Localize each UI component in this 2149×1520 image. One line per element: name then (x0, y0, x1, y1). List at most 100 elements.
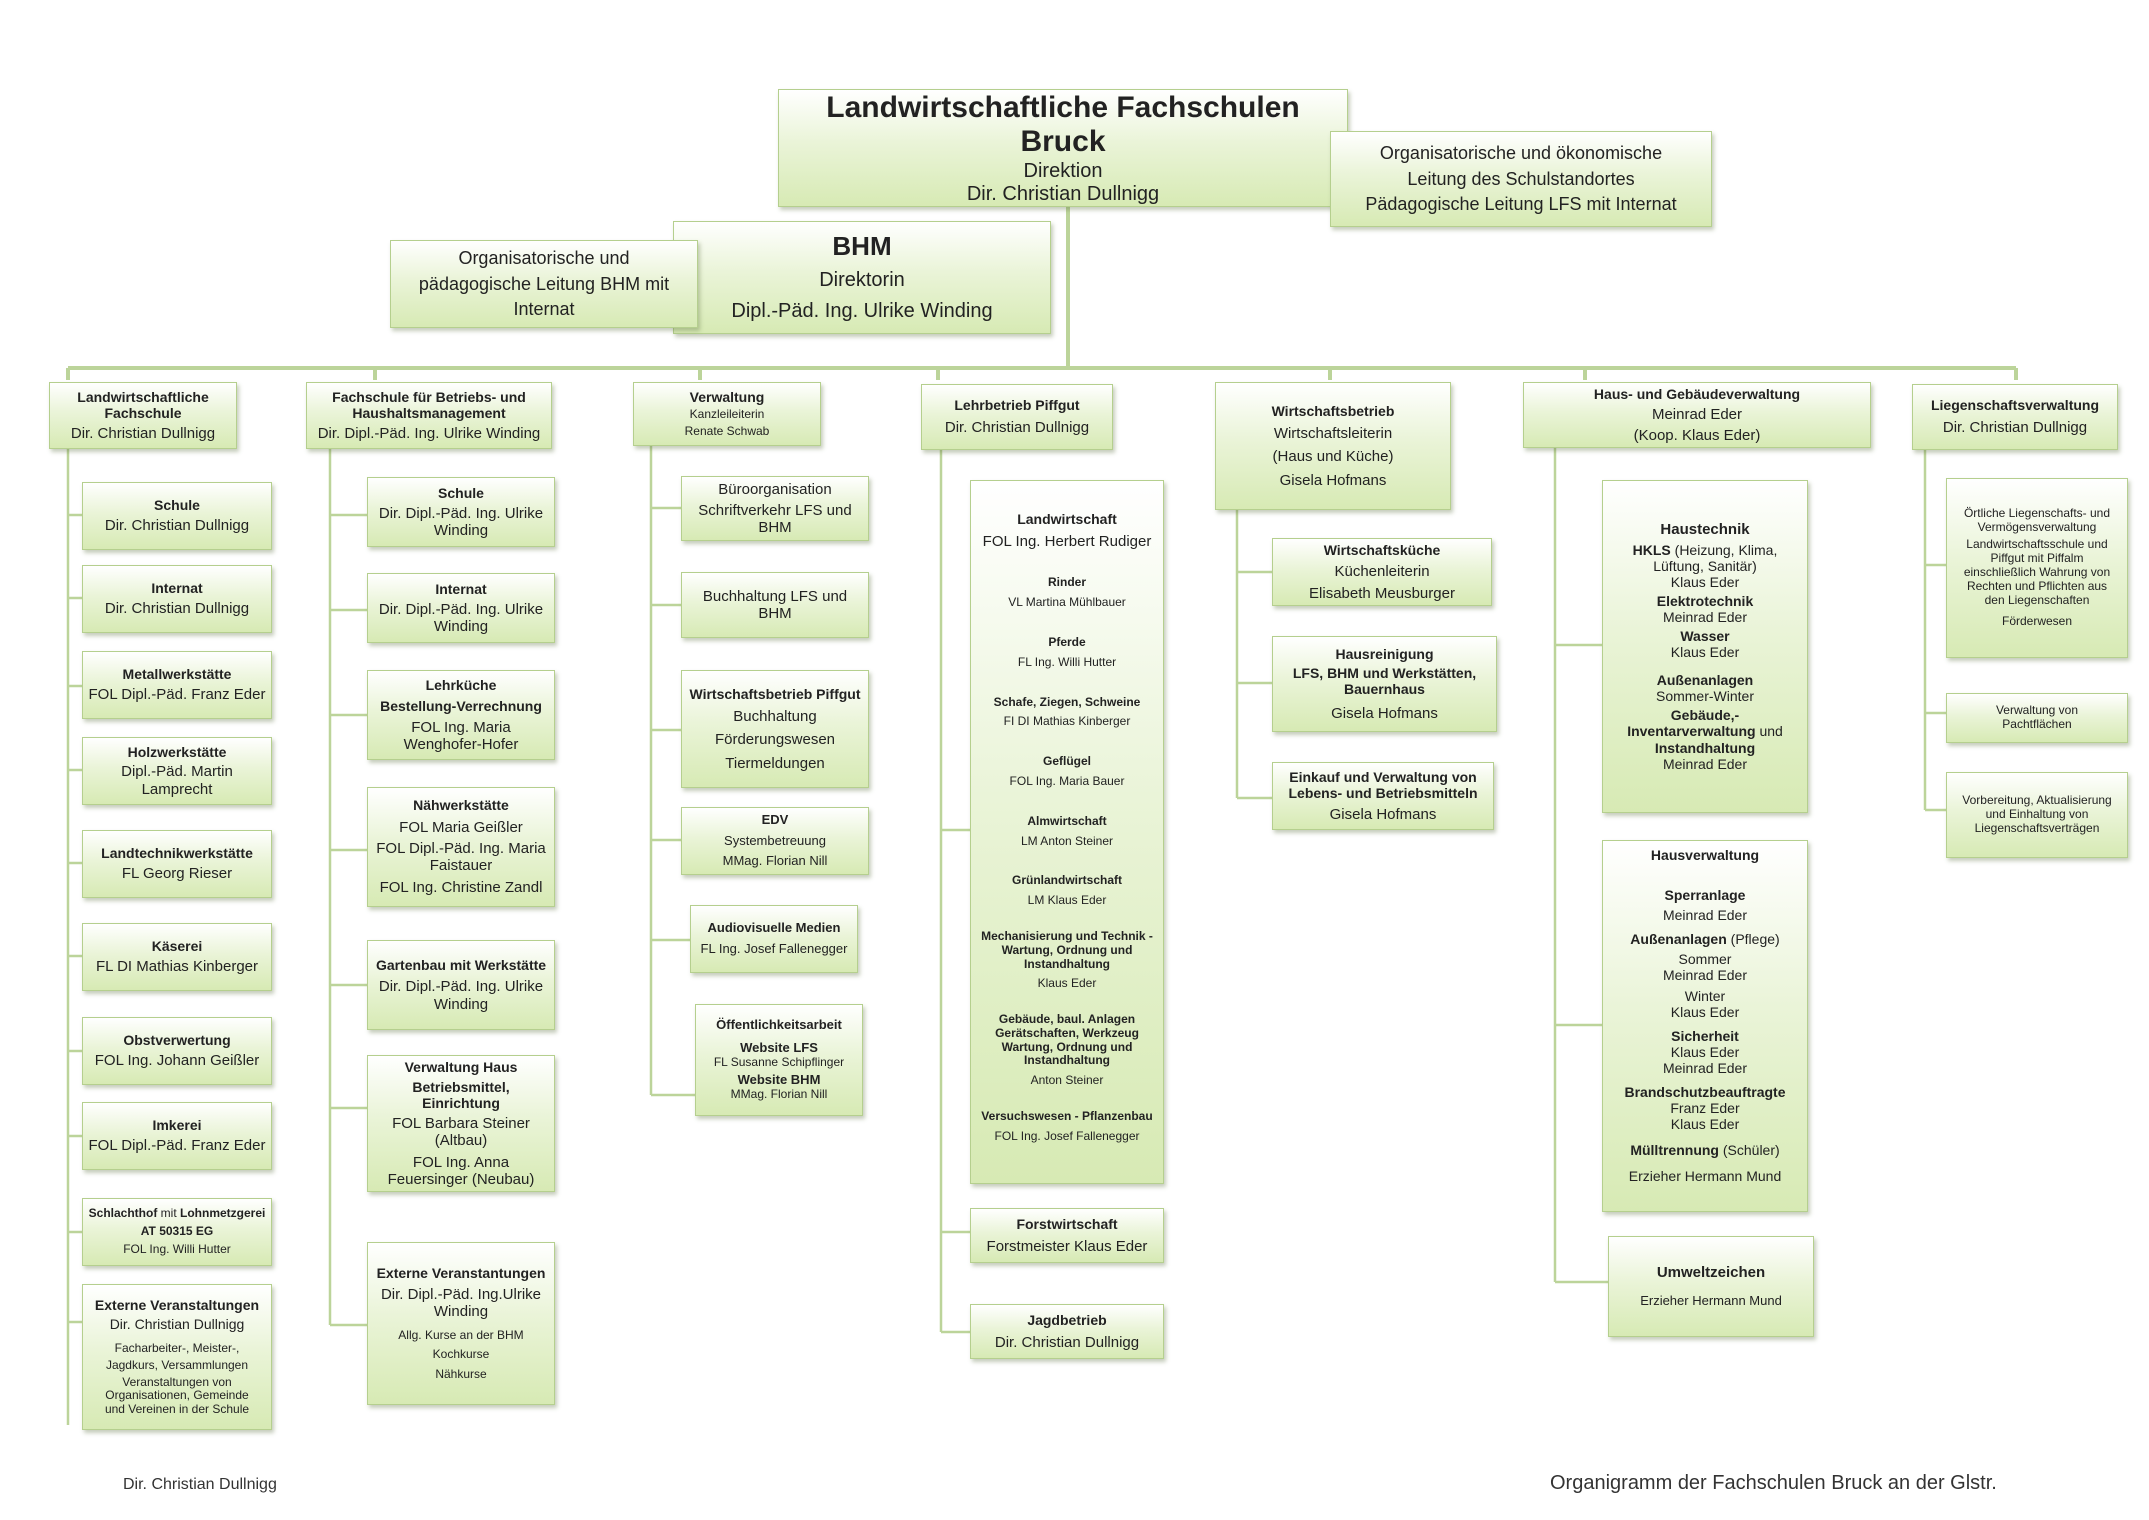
unit-title: Wirtschaftsküche (1323, 542, 1441, 558)
dept-title: Verwaltung (689, 389, 765, 406)
unit-box: Holzwerkstätte Dipl.-Päd. Martin Lamprec… (82, 737, 272, 805)
unit-desc: Piffgut mit Piffalm (1990, 551, 2084, 566)
org-title: Landwirtschaftliche Fachschulen Bruck (826, 90, 1300, 159)
unit-person: Gisela Hofmans (1331, 704, 1438, 722)
unit-box: Wirtschaftsküche Küchenleiterin Elisabet… (1272, 538, 1492, 606)
unit-desc: Winter (1684, 987, 1726, 1004)
unit-desc: Büroorganisation (718, 480, 832, 498)
dept-verwaltung: Verwaltung Kanzleileiterin Renate Schwab (633, 382, 821, 446)
bhm-role: Direktorin (819, 269, 905, 292)
unit-box: Einkauf und Verwaltung von Lebens- und B… (1272, 762, 1494, 830)
unit-title: Landwirtschaft (1017, 511, 1117, 527)
unit-box: Öffentlichkeitsarbeit Website LFS FL Sus… (695, 1004, 863, 1116)
bhm-title: BHM (832, 230, 892, 261)
unit-title: Internat (151, 580, 203, 597)
unit-person: Erzieher Hermann Mund (1628, 1168, 1782, 1185)
unit-desc: Sommer-Winter (1655, 688, 1754, 705)
bhm-note-box: Organisatorische und pädagogische Leitun… (390, 240, 698, 328)
hausverwaltung-box: Hausverwaltung Sperranlage Meinrad Eder … (1602, 840, 1808, 1212)
unit-box: Umweltzeichen Erzieher Hermann Mund (1608, 1236, 1814, 1337)
unit-title: Holzwerkstätte (127, 744, 227, 761)
unit-desc: Schriftverkehr LFS und BHM (698, 501, 852, 537)
dept-head-role: (Haus und Küche) (1272, 448, 1394, 466)
dept-head: Dir. Christian Dullnigg (70, 424, 216, 442)
landwirtschaft-box: Landwirtschaft FOL Ing. Herbert Rudiger … (970, 480, 1164, 1184)
unit-person: Dipl.-Päd. Martin (121, 763, 233, 781)
unit-box: Obstverwertung FOL Ing. Johann Geißler (82, 1017, 272, 1085)
unit-desc: den Liegenschaften (1984, 592, 2090, 607)
footer-author: Dir. Christian Dullnigg (123, 1476, 277, 1493)
unit-desc: Rechten und Pflichten aus (1966, 578, 2108, 593)
director-box: Landwirtschaftliche Fachschulen Bruck Di… (778, 89, 1348, 207)
unit-person: Dir. Dipl.-Päd. Ing. Ulrike (378, 600, 544, 618)
dept-head: Gisela Hofmans (1279, 471, 1387, 489)
unit-title: Nähwerkstätte (413, 797, 509, 814)
item-person: LM Klaus Eder (1027, 893, 1107, 908)
unit-title: Schule (154, 497, 200, 514)
unit-desc: Pachtflächen (2002, 717, 2072, 731)
unit-person: Winding (433, 1303, 489, 1321)
unit-desc: Jagdkurs, Versammlungen (105, 1357, 249, 1372)
item-title: Schafe, Ziegen, Schweine (993, 694, 1141, 709)
unit-box: Vorbereitung, Aktualisierung und Einhalt… (1946, 772, 2128, 858)
unit-title: LFS, BHM und Werkstätten, (1292, 665, 1477, 682)
unit-person: FOL Ing. Johann Geißler (94, 1052, 260, 1070)
landwirtschaft-item: Almwirtschaft LM Anton Steiner (1021, 814, 1113, 849)
unit-title: Schlachthof mit Lohnmetzgerei (88, 1206, 266, 1221)
landwirtschaft-item: Rinder VL Martina Mühlbauer (1008, 576, 1126, 610)
dept-head: (Koop. Klaus Eder) (1633, 426, 1761, 444)
unit-person: FOL Ing. Maria (411, 718, 511, 736)
unit-person: FL Georg Rieser (121, 865, 233, 883)
unit-title: Landtechnikwerkstätte (101, 845, 253, 862)
dept-head: Renate Schwab (684, 424, 770, 439)
unit-person: Dir. Christian Dullnigg (994, 1333, 1140, 1351)
unit-title: Betriebsmittel, Einrichtung (412, 1078, 510, 1111)
item-title: Wartung, Ordnung und (1001, 1039, 1133, 1054)
dept-title: Haus- und Gebäudeverwaltung (1593, 386, 1801, 402)
unit-person: FOL Ing. Anna (412, 1153, 510, 1171)
dept-title: Fachschule für Betriebs- und (332, 388, 526, 405)
unit-person: Dir. Dipl.-Päd. Ing. Ulrike (378, 978, 544, 996)
unit-desc: Facharbeiter-, Meister-, (114, 1341, 240, 1356)
unit-desc: Förderungswesen (714, 731, 836, 749)
unit-box: Lehrküche Bestellung-Verrechnung FOL Ing… (367, 670, 555, 760)
unit-person: FL Susanne Schipflinger (713, 1054, 845, 1069)
unit-title: Brandschutzbeauftragte (1624, 1084, 1786, 1101)
dept-bhm: Fachschule für Betriebs- und Haushaltsma… (306, 382, 552, 449)
landwirtschaft-item: Geflügel FOL Ing. Maria Bauer (1010, 754, 1125, 789)
unit-person: Meinrad Eder (1662, 907, 1748, 924)
item-person: Anton Steiner (1030, 1073, 1104, 1088)
unit-title: Mülltrennung (Schüler) (1630, 1142, 1780, 1159)
dept-head: Dir. Christian Dullnigg (1942, 419, 2088, 437)
unit-title: Außenanlagen (Pflege) (1630, 931, 1780, 948)
unit-title: Wasser (1680, 627, 1730, 644)
unit-desc: Liegenschaftsverträgen (1974, 820, 2100, 835)
item-title: Rinder (1047, 575, 1086, 590)
unit-person: Dir. Christian Dullnigg (104, 600, 250, 618)
item-person: FOL Ing. Josef Fallenegger (994, 1128, 1140, 1143)
item-title: Mechanisierung und Technik - (981, 928, 1153, 943)
landwirtschaft-item: Schafe, Ziegen, Schweine FI DI Mathias K… (993, 694, 1141, 730)
dept-title: Liegenschaftsverwaltung (1930, 397, 2100, 414)
item-title: Gerätschaften, Werkzeug (995, 1025, 1139, 1040)
unit-person: Meinrad Eder (1662, 755, 1748, 772)
unit-person: Dir. Christian Dullnigg (104, 517, 250, 535)
unit-person: MMag. Florian Nill (722, 853, 828, 869)
unit-box: Metallwerkstätte FOL Dipl.-Päd. Franz Ed… (82, 651, 272, 719)
unit-person: Klaus Eder (1670, 1116, 1740, 1133)
landwirtschaft-item: Gebäude, baul. Anlagen Gerätschaften, We… (995, 1012, 1139, 1088)
unit-person: FOL Dipl.-Päd. Ing. Maria (376, 839, 546, 857)
unit-desc: Förderwesen (2001, 614, 2073, 629)
note-line: Pädagogische Leitung LFS mit Internat (1365, 194, 1677, 215)
unit-desc: Organisationen, Gemeinde (105, 1388, 249, 1403)
unit-title: Einkauf und Verwaltung von (1289, 768, 1477, 785)
unit-box: Schule Dir. Christian Dullnigg (82, 482, 272, 550)
unit-person: Wenghofer-Hofer (403, 736, 519, 754)
unit-person: FOL Dipl.-Päd. Franz Eder (88, 686, 266, 704)
item-title: Instandhaltung (1023, 1053, 1110, 1068)
unit-title: Öffentlichkeitsarbeit (716, 1016, 842, 1032)
unit-title: Hausverwaltung (1650, 847, 1760, 863)
landwirtschaft-item: Grünlandwirtschaft LM Klaus Eder (1012, 874, 1122, 908)
director-name: Dir. Christian Dullnigg (966, 182, 1160, 205)
unit-box: Wirtschaftsbetrieb Piffgut Buchhaltung F… (681, 670, 869, 788)
